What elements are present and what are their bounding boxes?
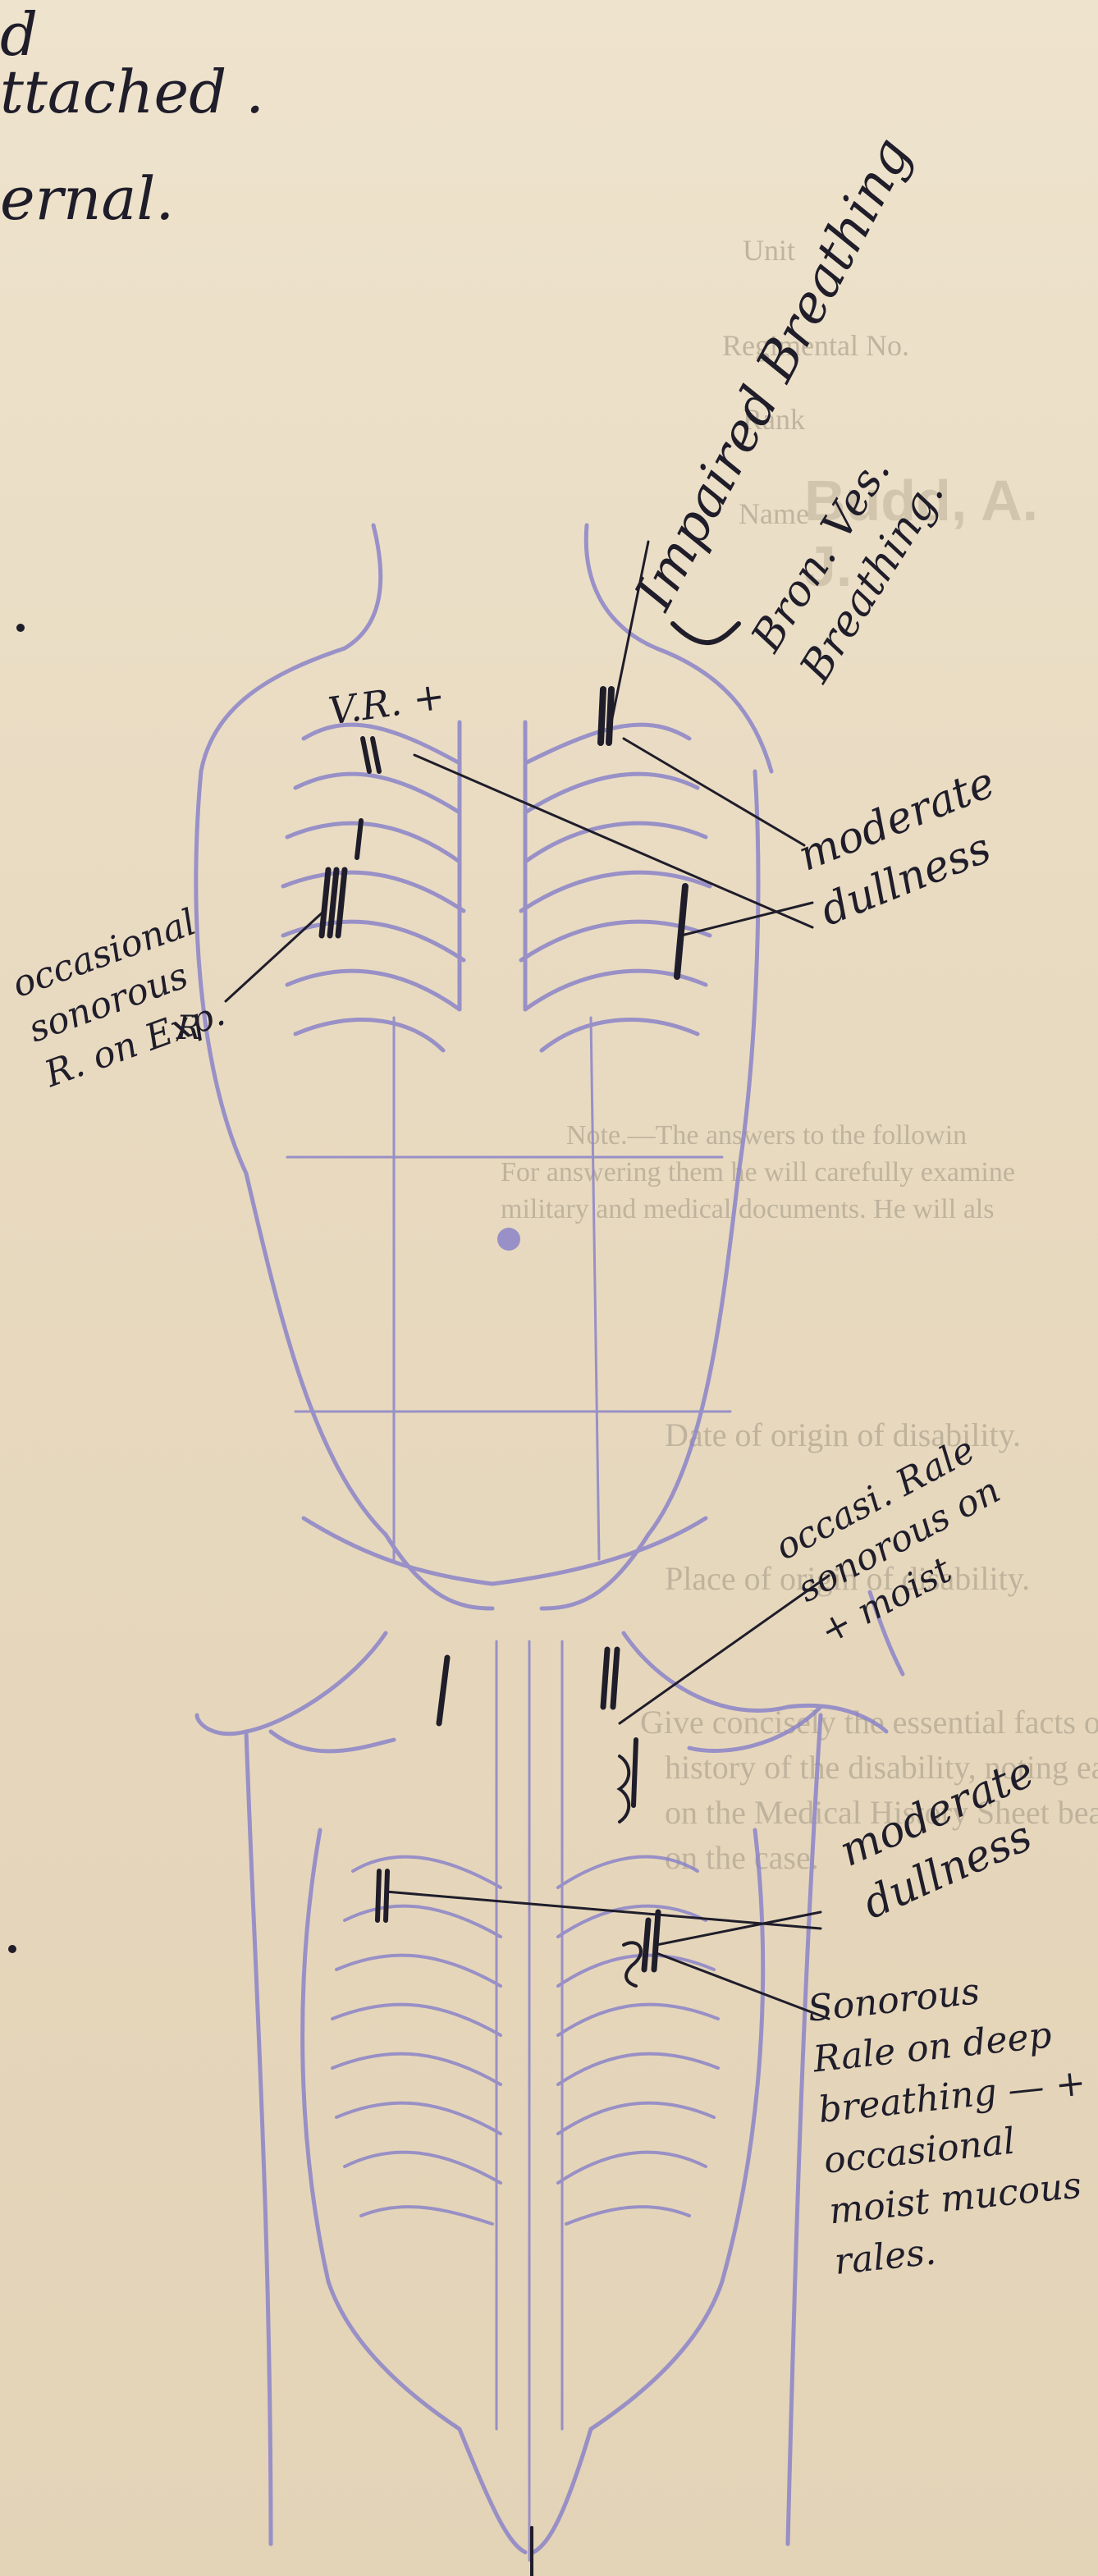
- ink-dot: [16, 624, 25, 632]
- note-sonorous-rale-back: Sonorous Rale on deep breathing — + occa…: [805, 1956, 1098, 2288]
- note-r-mark: R: [176, 1009, 201, 1047]
- ink-dot: [8, 1945, 16, 1953]
